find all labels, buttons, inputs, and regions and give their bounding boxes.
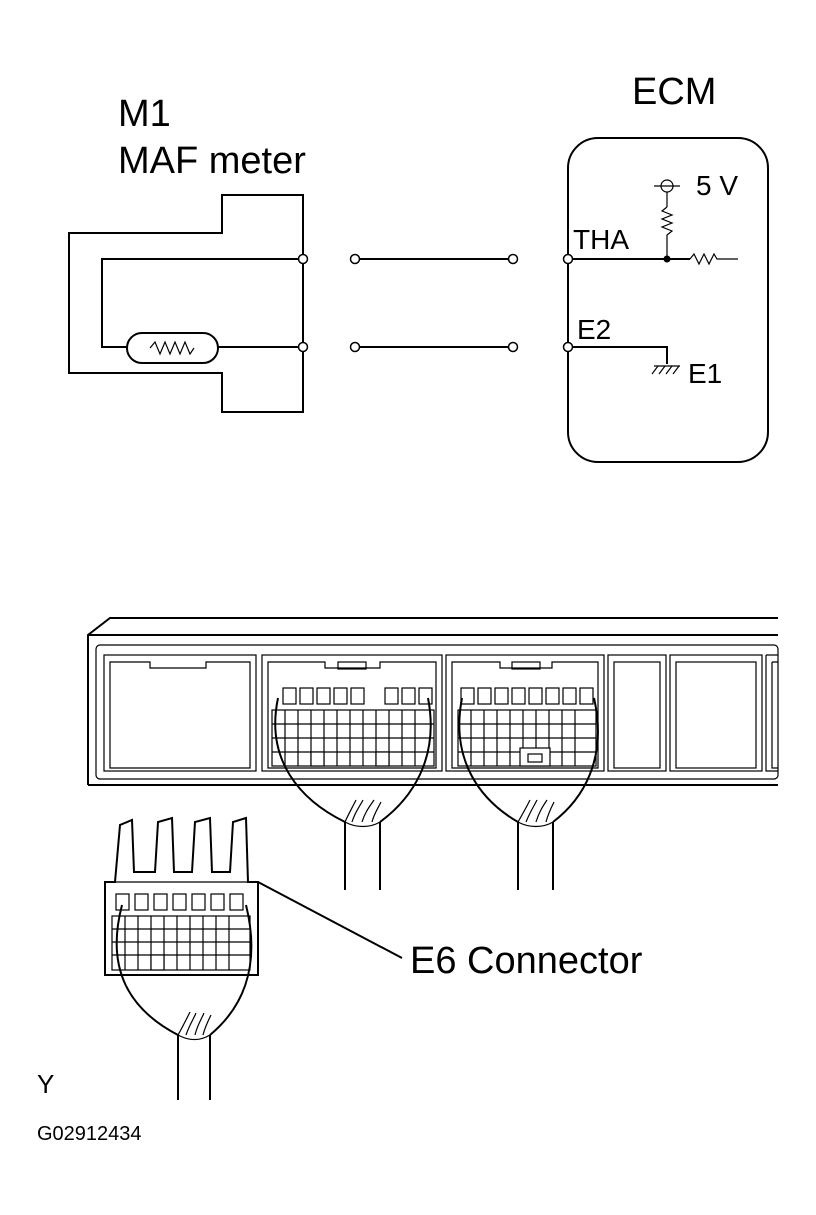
harness-wire-tha [349,253,519,265]
ecm-unit-illustration [87,617,779,786]
e6-connector-label: E6 Connector [410,940,643,982]
junction-dot [663,255,671,263]
maf-meter-body [68,194,304,413]
wire-harness-2 [274,697,432,890]
pullup-resistor [660,206,674,259]
ecm-terminal-e2: E2 [577,314,611,345]
maf-name-label: MAF meter [118,140,306,182]
ground-e1-icon [651,365,680,375]
figure-id: G02912434 [37,1123,142,1145]
ecm-supply-label: 5 V [696,170,738,201]
ecm-pin-e2 [562,341,574,353]
footer-code-letter: Y [37,1069,54,1099]
socket3-pin-grid [457,709,597,767]
socket3-top-pins [460,687,594,705]
e6-top-pins [115,893,244,911]
e6-connector-plug [104,816,259,976]
wire-harness-e6 [115,904,253,1100]
ecm-terminal-tha: THA [573,224,629,255]
ecm-terminal-e1: E1 [688,358,722,389]
ecm-title: ECM [632,71,716,113]
socket2-top-pins [282,687,433,705]
e6-leader-line [257,881,403,959]
ecm-pin-tha [562,253,574,265]
maf-id-label: M1 [118,93,171,135]
intake-air-temp-sensor [101,258,303,364]
input-resistor [689,252,738,266]
wire-harness-3 [458,697,599,890]
e6-pin-grid [111,915,251,971]
harness-wire-e2 [349,341,519,353]
ecm-box [567,137,769,463]
supply-5v-symbol [654,179,680,207]
maf-pin-tha [297,253,309,265]
maf-pin-e2 [297,341,309,353]
socket2-pin-grid [271,709,435,767]
ecm-e2-line [568,346,668,364]
